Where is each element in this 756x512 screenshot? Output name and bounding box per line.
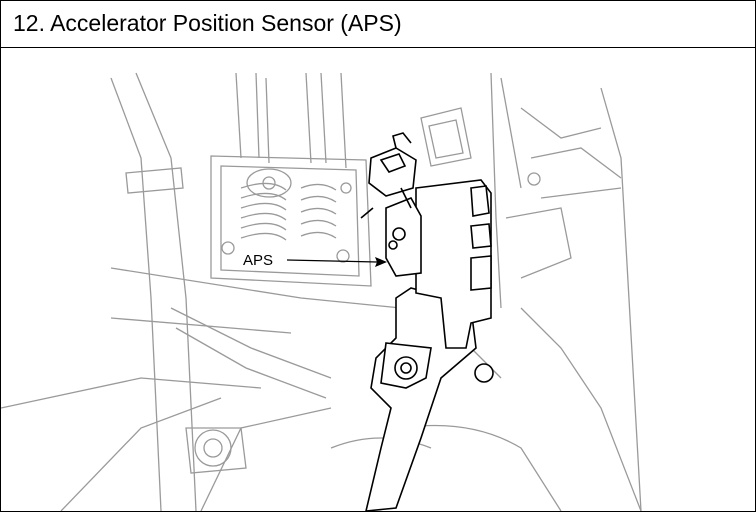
figure-illustration: APS — [1, 48, 755, 511]
background-structure — [1, 72, 642, 511]
aps-diagram: APS — [1, 72, 642, 511]
section-header: 12. Accelerator Position Sensor (APS) — [1, 1, 755, 48]
aps-callout: APS — [243, 252, 387, 269]
section-title: 12. Accelerator Position Sensor (APS) — [13, 10, 402, 36]
spring-coils — [240, 168, 337, 241]
aps-leader-arrow — [375, 257, 387, 267]
aps-sensor-assembly — [360, 132, 494, 511]
aps-leader-line — [286, 259, 378, 263]
aps-connector — [368, 147, 417, 197]
aps-callout-label: APS — [243, 252, 273, 269]
